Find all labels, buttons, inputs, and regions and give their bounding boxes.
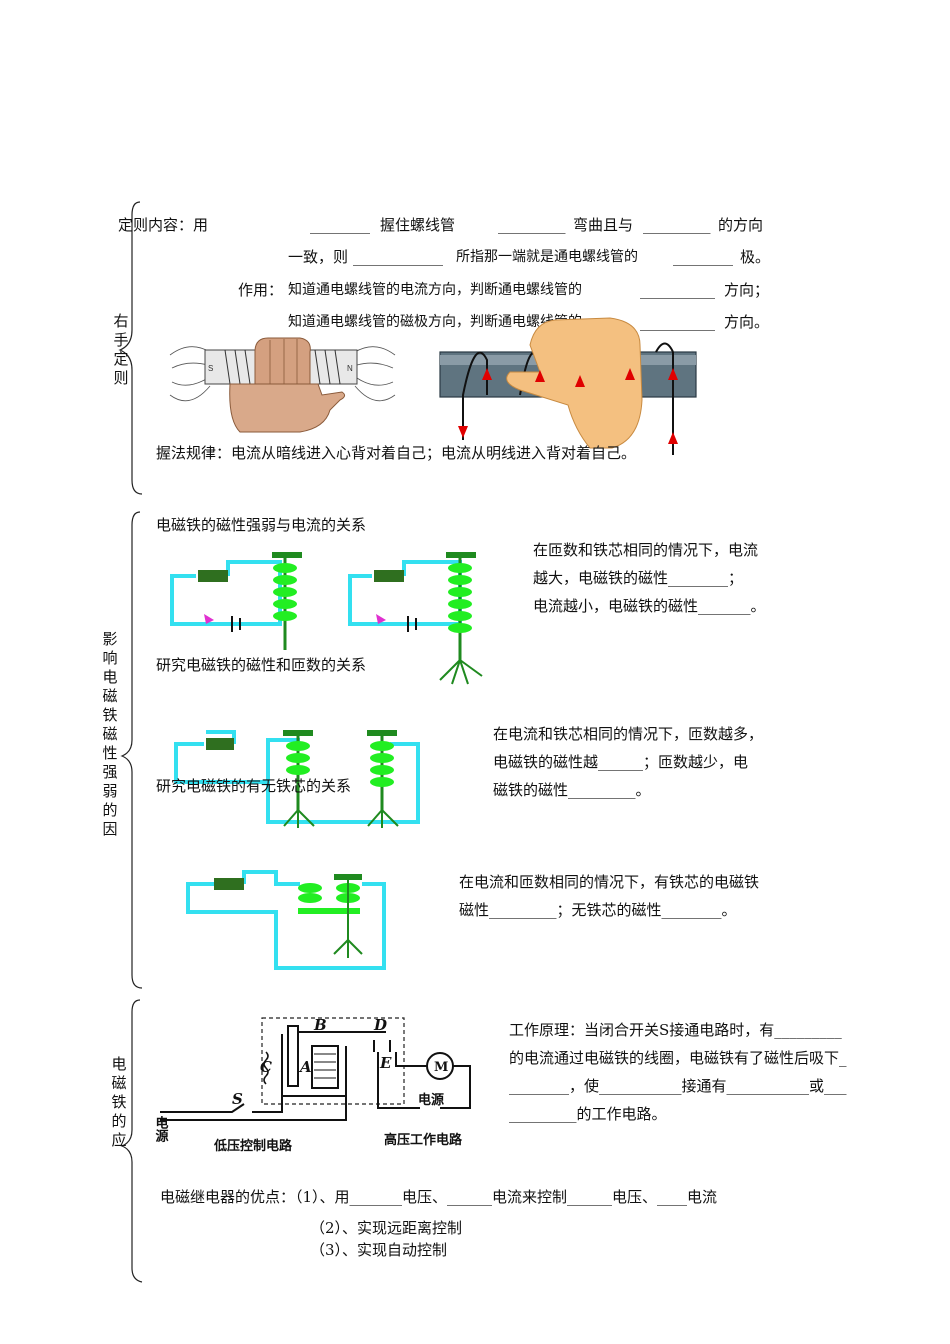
rule-line2: 一致，则 [288, 248, 349, 266]
rule-dir: 的方向 [718, 216, 764, 234]
apply-advantages: 电磁继电器的优点：（1）、用_______电压、______电流来控制_____… [160, 1188, 718, 1206]
factor-heading-turns: 研究电磁铁的磁性和匝数的关系 [156, 656, 367, 674]
rule-use1-end: 方向； [724, 281, 770, 299]
relay-label-c: C [260, 1058, 272, 1076]
rule-pole: 极。 [740, 248, 771, 266]
rule-blank-4: ____________ [353, 248, 443, 266]
factors-vertical-label: 影响电磁铁磁性强弱的因 [102, 630, 118, 838]
apply-advantage-2: （2）、实现远距离控制 [310, 1219, 463, 1237]
factor-text-2b: 电磁铁的磁性越______；匝数越少，电 [493, 753, 749, 771]
factor-text-3b: 磁性_________；无铁芯的磁性________。 [459, 901, 737, 919]
current-arrows [458, 368, 678, 444]
rule-line2b: 所指那一端就是通电螺线管的 [456, 249, 638, 265]
factor-heading-core: 研究电磁铁的有无铁芯的关系 [156, 777, 352, 795]
factor-text-1c: 电流越小，电磁铁的磁性_______。 [533, 597, 766, 615]
relay-src1: 电源 [153, 1115, 169, 1143]
relay-label-m: M [434, 1060, 448, 1075]
factor-text-1b: 越大，电磁铁的磁性________； [533, 569, 744, 587]
rule-vertical-label: 右手定则 [113, 312, 129, 387]
coil-n-label: N [347, 364, 353, 373]
rule-content-label: 定则内容： [118, 216, 194, 234]
rule-blank-5: ________ [673, 248, 733, 266]
apply-vertical-label: 电磁铁的应 [111, 1055, 127, 1149]
rule-use1: 知道通电螺线管的电流方向，判断通电螺线管的 [288, 282, 582, 298]
rule-blank-3: _________ [643, 216, 711, 234]
apply-p4: _________的工作电路。 [509, 1105, 667, 1123]
rule-blank-1: ________ [310, 216, 370, 234]
rule-grip: 握住螺线管 [380, 216, 456, 234]
apply-advantage-3: （3）、实现自动控制 [310, 1241, 448, 1259]
factor-text-2a: 在电流和铁芯相同的情况下，匝数越多， [493, 725, 764, 743]
rule-use2-end: 方向。 [724, 313, 770, 331]
rule-blank-6: __________ [640, 281, 715, 299]
relay-src2: 电源 [418, 1092, 444, 1108]
factor-text-1a: 在匝数和铁芯相同的情况下，电流 [533, 541, 759, 559]
factor-text-3a: 在电流和匝数相同的情况下，有铁芯的电磁铁 [459, 873, 760, 891]
rule-bend: 弯曲且与 [573, 216, 634, 234]
rule-use2: 知道通电螺线管的磁极方向，判断通电螺线管的 [288, 314, 582, 330]
rule-content-text: 用 [193, 216, 209, 234]
coil-s-label: S [208, 364, 213, 373]
rule-use-label: 作用： [238, 281, 284, 299]
relay-label-s: S [232, 1090, 243, 1108]
relay-high: 高压工作电路 [384, 1132, 463, 1148]
relay-low: 低压控制电路 [213, 1138, 293, 1154]
factor-heading-current: 电磁铁的磁性强弱与电流的关系 [156, 516, 367, 534]
relay-label-a: A [298, 1058, 312, 1076]
grip-rule: 握法规律：电流从暗线进入心背对着自己；电流从明线进入背对着自己。 [156, 444, 637, 462]
relay-label-d: D [373, 1016, 387, 1034]
apply-p1: 工作原理：当闭合开关S接通电路时，有_________ [509, 1021, 842, 1039]
apply-p3: ________，使___________接通有___________或___ [509, 1077, 847, 1095]
factor-text-2c: 磁铁的磁性_________。 [493, 781, 651, 799]
relay-label-b: B [313, 1016, 327, 1034]
apply-p2: 的电流通过电磁铁的线圈，电磁铁有了磁性后吸下_ [509, 1049, 847, 1067]
relay-label-e: E [379, 1054, 392, 1072]
rule-blank-2: _________ [498, 216, 566, 234]
rule-blank-7: __________ [640, 313, 715, 331]
